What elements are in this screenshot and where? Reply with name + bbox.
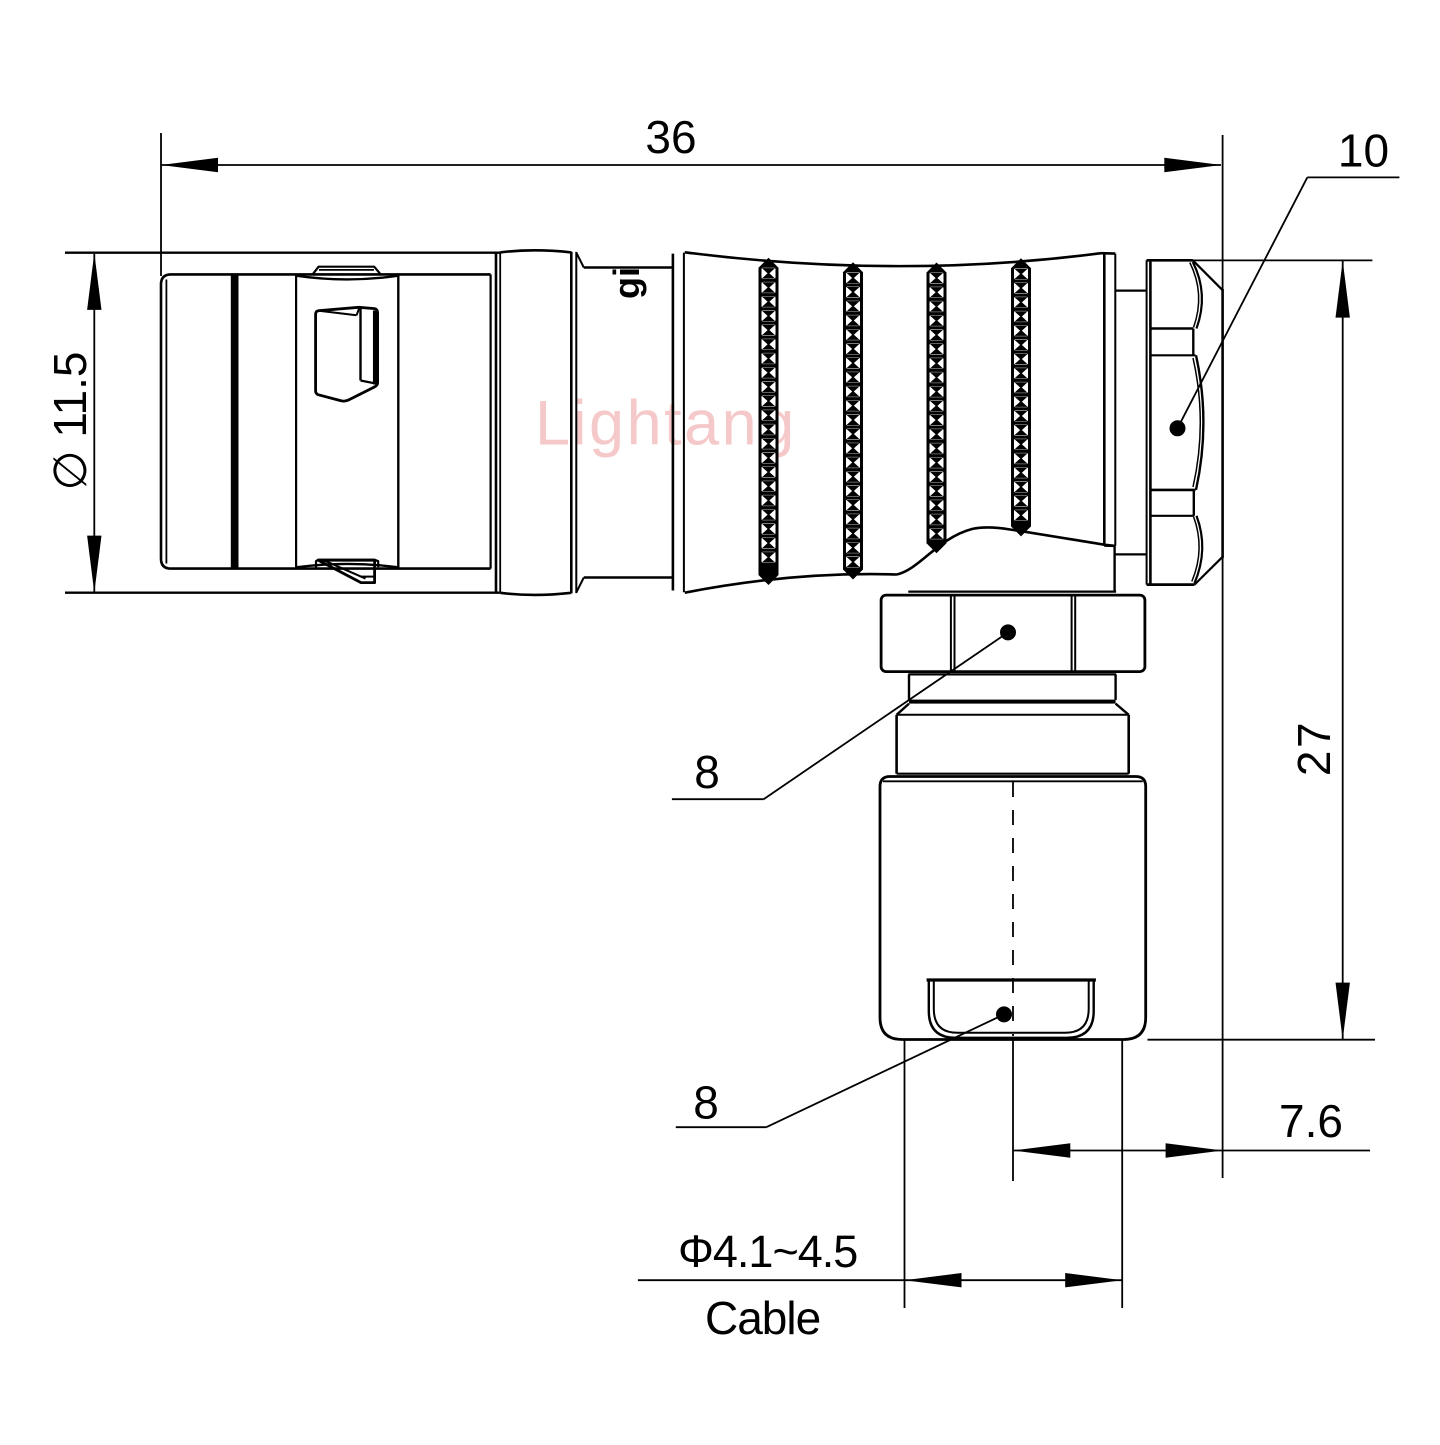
svg-text:8: 8 [694,746,720,798]
svg-text:Lightang: Lightang [535,389,797,459]
svg-text:7.6: 7.6 [1279,1095,1343,1147]
svg-text:8: 8 [693,1077,719,1129]
svg-text:∅ 11.5: ∅ 11.5 [44,352,96,491]
svg-text:Cable: Cable [705,1292,820,1344]
svg-text:27: 27 [1288,720,1340,776]
svg-text:36: 36 [645,111,696,163]
svg-text:Φ4.1~4.5: Φ4.1~4.5 [678,1226,857,1277]
svg-text:10: 10 [1338,125,1389,177]
